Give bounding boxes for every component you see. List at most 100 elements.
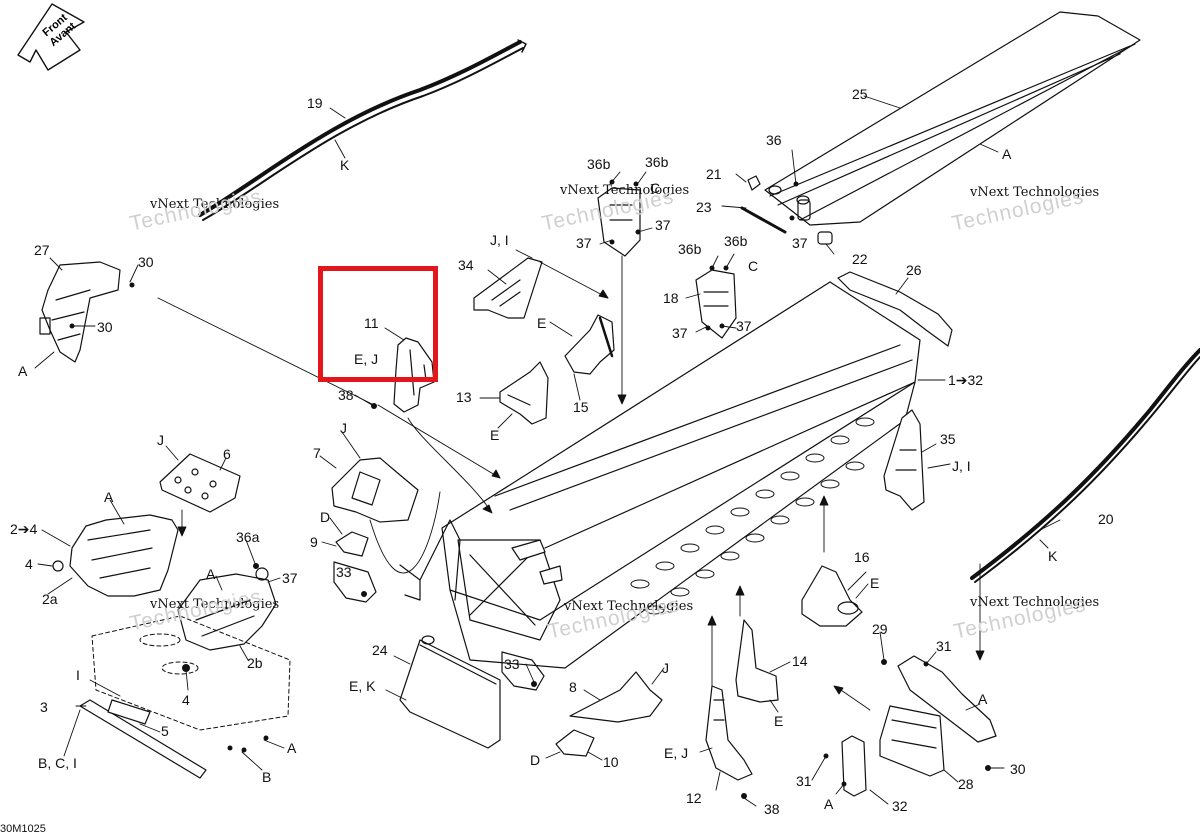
callout-label: 1➔32 — [948, 372, 984, 388]
callout-label: 7 — [313, 445, 321, 461]
callout-label: 37 — [282, 570, 298, 586]
rear-assembly-28 — [879, 655, 997, 777]
callout-label: 3 — [40, 699, 48, 715]
callout-label: D — [320, 509, 331, 525]
part-14 — [735, 619, 779, 703]
front-plate-outline — [91, 615, 291, 731]
callout-label: 25 — [852, 86, 868, 102]
callout-label: 11 — [364, 315, 379, 331]
slide-rail-20 — [970, 348, 1200, 583]
callout-label: 26 — [906, 262, 922, 278]
callout-label: 9 — [310, 534, 318, 550]
callout-label: 16 — [854, 549, 870, 565]
front-arrow-icon — [17, 3, 85, 71]
fasteners — [69, 179, 991, 799]
part-16 — [801, 565, 863, 627]
callout-label: 30 — [97, 319, 113, 335]
bracket-18-lower — [695, 269, 737, 339]
tunnel-1 — [399, 281, 921, 669]
callout-label: E — [537, 315, 547, 331]
callout-label: 37 — [576, 235, 592, 251]
part-10 — [555, 729, 595, 757]
part-12 — [705, 685, 753, 781]
callout-label: 36a — [236, 529, 260, 545]
callout-label: 36b — [724, 233, 748, 249]
highlight-box — [318, 266, 438, 382]
watermark-text: vNext Technologies — [150, 197, 280, 212]
callout-label: 13 — [456, 389, 472, 405]
callout-label: 14 — [792, 653, 808, 669]
callout-label: K — [1048, 548, 1058, 564]
callout-label: 2➔4 — [10, 521, 38, 537]
callout-label: 33 — [504, 656, 520, 672]
part-15 — [564, 314, 615, 375]
callout-label: 36 — [766, 132, 782, 148]
callout-label: E, K — [349, 678, 376, 694]
callout-label: J, I — [952, 458, 971, 474]
callout-label: D — [530, 752, 541, 768]
watermark-text: vNext Technologies — [560, 183, 690, 198]
callout-label: C — [650, 180, 661, 196]
callout-label: 21 — [706, 166, 722, 182]
fitting-22 — [817, 231, 833, 245]
callout-label: E — [490, 427, 500, 443]
callout-label: 30 — [1010, 761, 1026, 777]
callout-label: 37 — [792, 235, 808, 251]
callout-label: B — [262, 769, 272, 785]
slide-rail-19 — [198, 39, 527, 221]
callout-label: 38 — [764, 801, 780, 817]
callout-label: 31 — [936, 638, 952, 654]
callout-label: 19 — [307, 95, 323, 111]
callout-label: 37 — [736, 318, 752, 334]
callout-label: 23 — [696, 199, 712, 215]
callout-label: J — [340, 420, 347, 436]
callout-label: E — [774, 713, 784, 729]
bar-23 — [740, 206, 787, 234]
callout-label: 18 — [663, 290, 679, 306]
callout-label: 24 — [372, 642, 388, 658]
callout-label: A — [824, 796, 834, 812]
callout-label: 4 — [25, 556, 33, 572]
callout-label: E, J — [354, 351, 379, 367]
callout-label: A — [1002, 146, 1012, 162]
callout-label: A — [104, 489, 114, 505]
leader-arrows — [157, 255, 985, 711]
callout-label: 28 — [958, 776, 974, 792]
callout-label: 27 — [34, 242, 50, 258]
watermark-text: vNext Technologies — [970, 185, 1100, 200]
callout-label: A — [206, 566, 216, 582]
callout-label: 32 — [892, 798, 908, 814]
part-8 — [569, 671, 663, 723]
plate-6 — [159, 453, 241, 513]
callout-label: 22 — [852, 251, 868, 267]
callout-label: 29 — [872, 621, 888, 637]
suspension-arm-2 — [52, 514, 179, 597]
callout-label: E, J — [664, 745, 689, 761]
watermark-text: vNext Technologies — [564, 599, 694, 614]
drawing-code: 30M1025 — [0, 823, 46, 835]
callout-label: 34 — [458, 257, 474, 273]
callout-label: 5 — [161, 723, 169, 739]
callout-label: 37 — [672, 325, 688, 341]
callout-label: 6 — [223, 446, 231, 462]
callout-label: 36b — [678, 241, 702, 257]
bracket-32 — [841, 735, 867, 797]
callout-label: 36b — [587, 156, 611, 172]
heat-exchanger-25 — [764, 11, 1141, 226]
callout-label: 15 — [573, 399, 589, 415]
bracket-27 — [39, 261, 121, 363]
bracket-35 — [883, 409, 925, 511]
tunnel-side-slots — [630, 417, 875, 615]
callout-label: 8 — [569, 679, 577, 695]
callout-label: 35 — [940, 431, 956, 447]
radiator-24 — [399, 635, 501, 749]
callout-label: 37 — [655, 217, 671, 233]
callout-label: 30 — [138, 254, 154, 270]
callout-leaders — [34, 95, 1061, 807]
callout-label: 20 — [1098, 511, 1114, 527]
callout-label: I — [76, 667, 80, 683]
part-13 — [499, 361, 549, 425]
callout-label: C — [748, 258, 759, 274]
callout-label: 2b — [247, 655, 263, 671]
callout-33-box-a — [333, 561, 377, 603]
